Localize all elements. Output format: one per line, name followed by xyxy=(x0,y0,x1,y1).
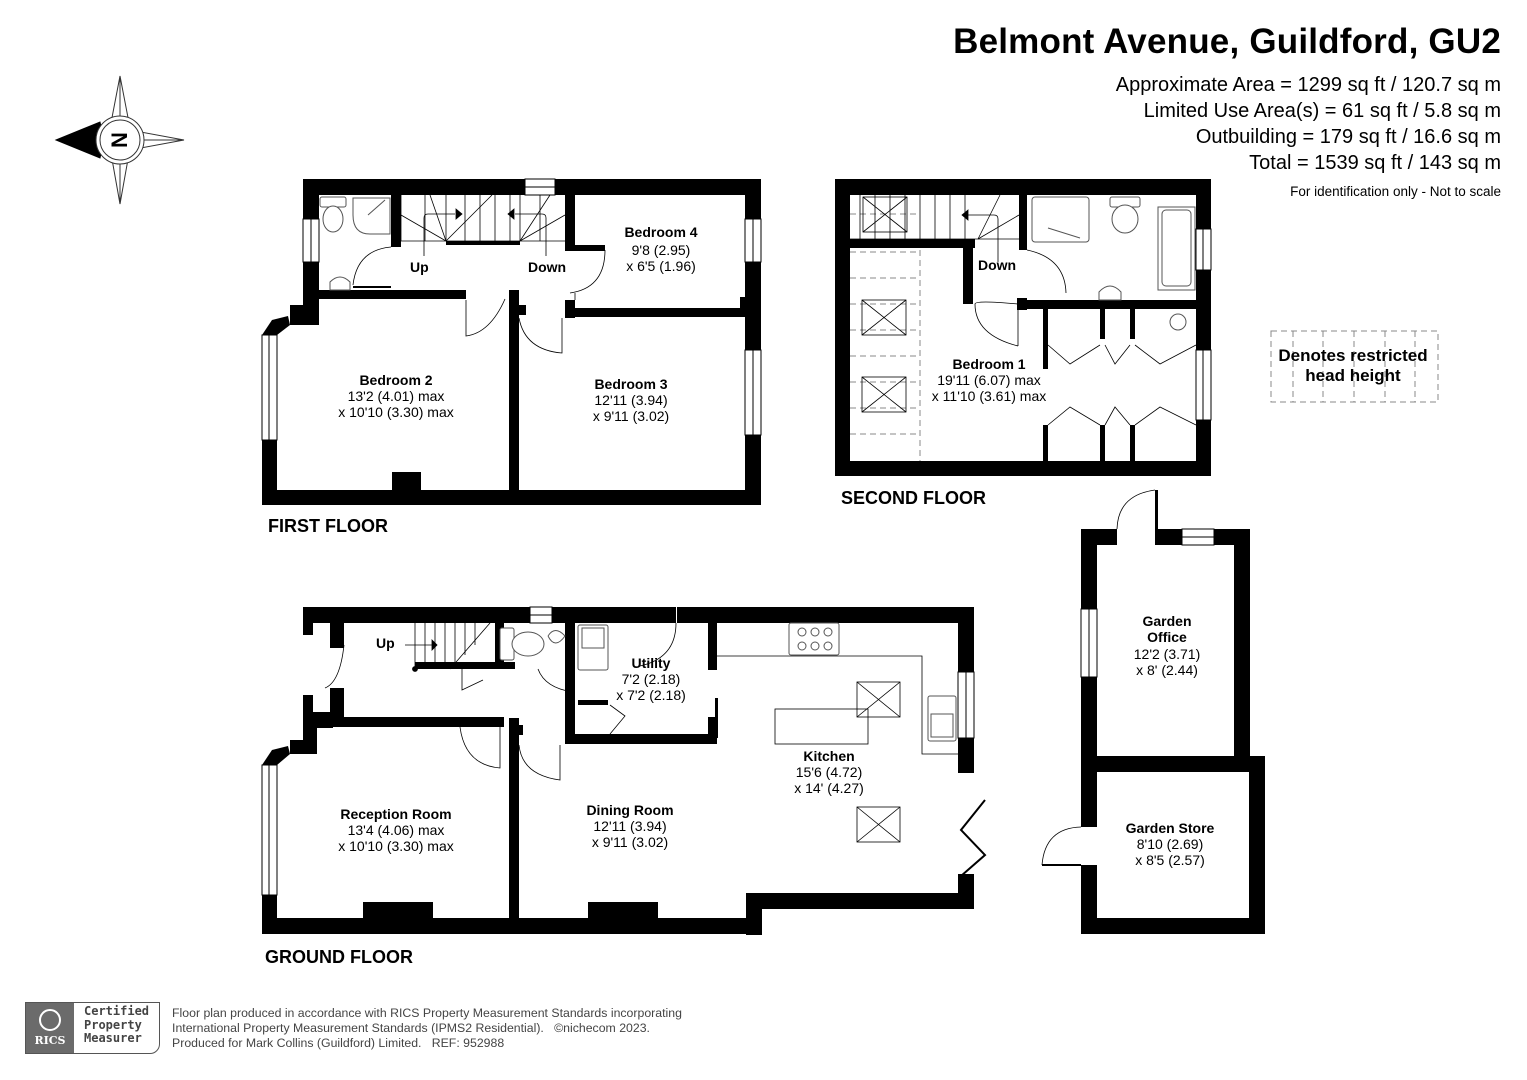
svg-text:Utility: Utility xyxy=(632,655,671,671)
svg-text:Bedroom 3: Bedroom 3 xyxy=(594,376,667,392)
svg-text:N: N xyxy=(107,132,132,148)
footer: RICS Certified Property Measurer Floor p… xyxy=(25,1002,682,1054)
room-bedroom-1: Bedroom 1 19'11 (6.07) max x 11'10 (3.61… xyxy=(932,356,1046,404)
outbuilding-plan: Garden Office 12'2 (3.71) x 8' (2.44) Ga… xyxy=(1041,489,1265,934)
footer-disclaimer: Floor plan produced in accordance with R… xyxy=(172,1005,682,1050)
certified-property-measurer: Certified Property Measurer xyxy=(84,1004,150,1045)
ground-floor-label: GROUND FLOOR xyxy=(265,947,413,967)
svg-text:Reception Room: Reception Room xyxy=(340,806,451,822)
room-garden-store: Garden Store 8'10 (2.69) x 8'5 (2.57) xyxy=(1126,820,1215,868)
second-floor-plan: Down Bedroom 1 19'11 (6.07) max x 11'10 … xyxy=(835,179,1212,508)
svg-text:12'2 (3.71): 12'2 (3.71) xyxy=(1134,646,1201,662)
rics-logo: RICS xyxy=(26,1003,74,1053)
svg-text:x 10'10 (3.30) max: x 10'10 (3.30) max xyxy=(338,838,454,854)
svg-text:19'11 (6.07) max: 19'11 (6.07) max xyxy=(937,372,1041,388)
svg-text:Bedroom 2: Bedroom 2 xyxy=(359,372,432,388)
room-garden-office: Garden Office 12'2 (3.71) x 8' (2.44) xyxy=(1134,613,1201,678)
first-floor-label: FIRST FLOOR xyxy=(268,516,388,536)
room-reception: Reception Room 13'4 (4.06) max x 10'10 (… xyxy=(338,806,454,854)
svg-text:Garden: Garden xyxy=(1142,613,1191,629)
svg-text:x 7'2 (2.18): x 7'2 (2.18) xyxy=(616,687,686,703)
svg-text:Office: Office xyxy=(1147,629,1187,645)
rics-lion-icon xyxy=(39,1009,61,1031)
first-floor-plan: Up Down Bedroom 4 9'8 (2.95) x 6'5 (1.96… xyxy=(261,178,762,536)
svg-text:x 8'5 (2.57): x 8'5 (2.57) xyxy=(1135,852,1205,868)
svg-text:7'2 (2.18): 7'2 (2.18) xyxy=(622,671,681,687)
svg-text:9'8 (2.95): 9'8 (2.95) xyxy=(632,242,691,258)
svg-text:x 6'5 (1.96): x 6'5 (1.96) xyxy=(626,258,696,274)
svg-text:Bedroom 4: Bedroom 4 xyxy=(624,224,697,240)
svg-text:x 8' (2.44): x 8' (2.44) xyxy=(1136,662,1198,678)
svg-text:Denotes restricted: Denotes restricted xyxy=(1278,346,1427,365)
svg-text:Down: Down xyxy=(528,259,566,275)
svg-text:x 14' (4.27): x 14' (4.27) xyxy=(794,780,864,796)
svg-text:Up: Up xyxy=(376,635,395,651)
room-utility: Utility 7'2 (2.18) x 7'2 (2.18) xyxy=(616,655,686,703)
svg-text:x 9'11 (3.02): x 9'11 (3.02) xyxy=(592,834,668,850)
svg-text:13'4 (4.06) max: 13'4 (4.06) max xyxy=(348,822,445,838)
approximate-area: Approximate Area = 1299 sq ft / 120.7 sq… xyxy=(1115,74,1501,96)
svg-text:Garden Store: Garden Store xyxy=(1126,820,1215,836)
svg-text:12'11 (3.94): 12'11 (3.94) xyxy=(593,818,666,834)
svg-text:x 9'11 (3.02): x 9'11 (3.02) xyxy=(593,408,669,424)
svg-text:Kitchen: Kitchen xyxy=(803,748,854,764)
svg-text:8'10 (2.69): 8'10 (2.69) xyxy=(1137,836,1204,852)
compass-north-arrow-icon: N xyxy=(54,75,185,205)
svg-text:Dining Room: Dining Room xyxy=(586,802,673,818)
ground-floor-plan: Up Utility 7'2 (2.18) x 7'2 (2.18) Kitch… xyxy=(261,606,987,967)
svg-text:head height: head height xyxy=(1305,366,1401,385)
svg-text:x 10'10 (3.30) max: x 10'10 (3.30) max xyxy=(338,404,454,420)
svg-text:Bedroom 1: Bedroom 1 xyxy=(952,356,1025,372)
rics-certified-badge: RICS Certified Property Measurer xyxy=(25,1002,161,1054)
svg-text:Down: Down xyxy=(978,257,1016,273)
outbuilding-area: Outbuilding = 179 sq ft / 16.6 sq m xyxy=(1195,126,1501,148)
svg-text:12'11 (3.94): 12'11 (3.94) xyxy=(594,392,667,408)
total-area: Total = 1539 sq ft / 143 sq m xyxy=(1249,152,1501,174)
room-bedroom-2: Bedroom 2 13'2 (4.01) max x 10'10 (3.30)… xyxy=(338,372,454,420)
room-dining: Dining Room 12'11 (3.94) x 9'11 (3.02) xyxy=(586,802,673,850)
room-kitchen: Kitchen 15'6 (4.72) x 14' (4.27) xyxy=(794,748,864,796)
second-floor-label: SECOND FLOOR xyxy=(841,488,986,508)
disclaimer-note: For identification only - Not to scale xyxy=(1290,184,1501,199)
restricted-head-height-legend: Denotes restricted head height xyxy=(1270,330,1439,403)
room-bedroom-4: Bedroom 4 9'8 (2.95) x 6'5 (1.96) xyxy=(624,224,697,274)
svg-text:15'6 (4.72): 15'6 (4.72) xyxy=(796,764,863,780)
limited-use-area: Limited Use Area(s) = 61 sq ft / 5.8 sq … xyxy=(1143,100,1501,122)
svg-text:x 11'10 (3.61) max: x 11'10 (3.61) max xyxy=(932,388,1046,404)
svg-text:13'2 (4.01) max: 13'2 (4.01) max xyxy=(348,388,445,404)
svg-text:Up: Up xyxy=(410,259,429,275)
property-title: Belmont Avenue, Guildford, GU2 xyxy=(953,22,1501,61)
room-bedroom-3: Bedroom 3 12'11 (3.94) x 9'11 (3.02) xyxy=(593,376,669,424)
